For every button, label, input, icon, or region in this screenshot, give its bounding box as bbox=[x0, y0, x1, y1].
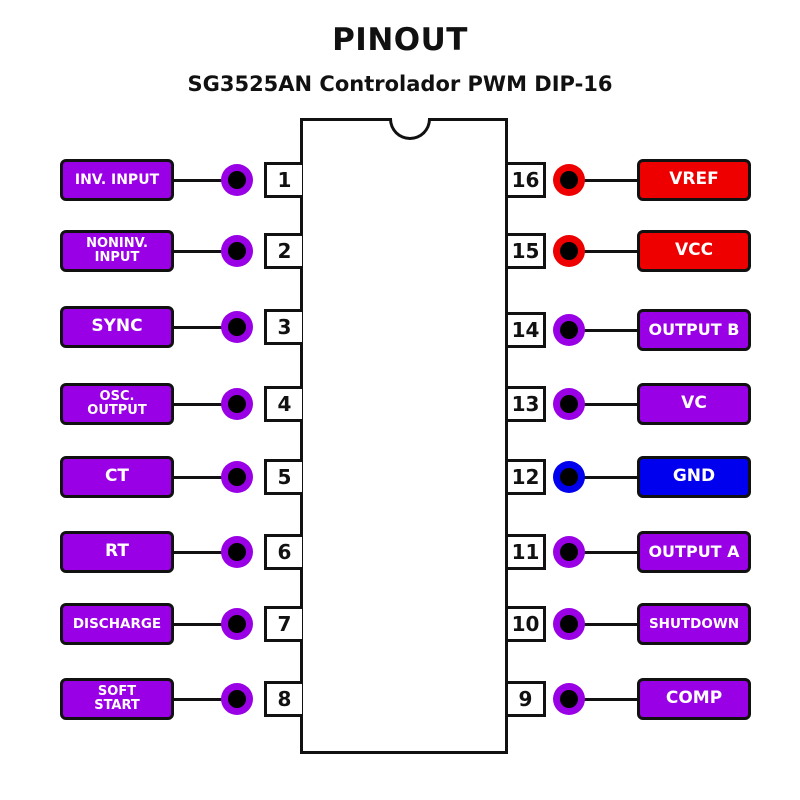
pin-number-box: 3 bbox=[264, 309, 302, 345]
pin-wire bbox=[570, 179, 640, 182]
pin-label: COMP bbox=[637, 678, 751, 720]
ic-top-edge-right bbox=[428, 118, 508, 121]
pin-number-box: 6 bbox=[264, 534, 302, 570]
pin-wire bbox=[170, 476, 238, 479]
pin-wire bbox=[570, 698, 640, 701]
pin-terminal-dot bbox=[553, 536, 585, 568]
pin-number-box: 14 bbox=[508, 312, 546, 348]
pin-label: NONINV. INPUT bbox=[60, 230, 174, 272]
pin-number-box: 7 bbox=[264, 606, 302, 642]
pin-terminal-dot bbox=[553, 608, 585, 640]
pin-wire bbox=[170, 698, 238, 701]
pin-number-box: 12 bbox=[508, 459, 546, 495]
pin-number-box: 15 bbox=[508, 233, 546, 269]
pin-label: OUTPUT A bbox=[637, 531, 751, 573]
pin-label: OUTPUT B bbox=[637, 309, 751, 351]
pin-number-box: 9 bbox=[508, 681, 546, 717]
pin-label: OSC. OUTPUT bbox=[60, 383, 174, 425]
pin-number-box: 1 bbox=[264, 162, 302, 198]
pin-wire bbox=[170, 551, 238, 554]
pin-label: GND bbox=[637, 456, 751, 498]
pin-label: SOFT START bbox=[60, 678, 174, 720]
pin-terminal-dot bbox=[553, 461, 585, 493]
pin-label: VC bbox=[637, 383, 751, 425]
pin-wire bbox=[170, 623, 238, 626]
pin-wire bbox=[570, 623, 640, 626]
pin-wire bbox=[570, 250, 640, 253]
pin-terminal-dot bbox=[221, 608, 253, 640]
pin-terminal-dot bbox=[221, 683, 253, 715]
pin-wire bbox=[170, 250, 238, 253]
pin-wire bbox=[570, 329, 640, 332]
pin-label: VREF bbox=[637, 159, 751, 201]
pin-terminal-dot bbox=[553, 683, 585, 715]
pin-number-box: 2 bbox=[264, 233, 302, 269]
pin-number-box: 10 bbox=[508, 606, 546, 642]
pin-terminal-dot bbox=[221, 388, 253, 420]
pin-terminal-dot bbox=[553, 388, 585, 420]
pin-label: INV. INPUT bbox=[60, 159, 174, 201]
pin-number-box: 13 bbox=[508, 386, 546, 422]
pin-label: SHUTDOWN bbox=[637, 603, 751, 645]
pin-number-box: 11 bbox=[508, 534, 546, 570]
page-subtitle: SG3525AN Controlador PWM DIP-16 bbox=[187, 72, 613, 96]
pin-terminal-dot bbox=[221, 311, 253, 343]
pin-number-box: 5 bbox=[264, 459, 302, 495]
pin-wire bbox=[570, 403, 640, 406]
pin-wire bbox=[170, 179, 238, 182]
page-title: PINOUT bbox=[332, 22, 468, 58]
pin-number-box: 8 bbox=[264, 681, 302, 717]
pin-label: SYNC bbox=[60, 306, 174, 348]
pin-wire bbox=[170, 326, 238, 329]
pin-terminal-dot bbox=[553, 235, 585, 267]
pin-wire bbox=[170, 403, 238, 406]
pin-label: CT bbox=[60, 456, 174, 498]
pin-terminal-dot bbox=[221, 536, 253, 568]
pin-terminal-dot bbox=[553, 314, 585, 346]
ic-body bbox=[300, 118, 508, 754]
ic-top-edge-left bbox=[300, 118, 392, 121]
pin-wire bbox=[570, 551, 640, 554]
pin-label: VCC bbox=[637, 230, 751, 272]
pin-terminal-dot bbox=[221, 164, 253, 196]
pin-wire bbox=[570, 476, 640, 479]
pin-label: DISCHARGE bbox=[60, 603, 174, 645]
pin-number-box: 16 bbox=[508, 162, 546, 198]
pin-terminal-dot bbox=[221, 461, 253, 493]
pin-terminal-dot bbox=[553, 164, 585, 196]
pin-label: RT bbox=[60, 531, 174, 573]
pin-terminal-dot bbox=[221, 235, 253, 267]
pin-number-box: 4 bbox=[264, 386, 302, 422]
